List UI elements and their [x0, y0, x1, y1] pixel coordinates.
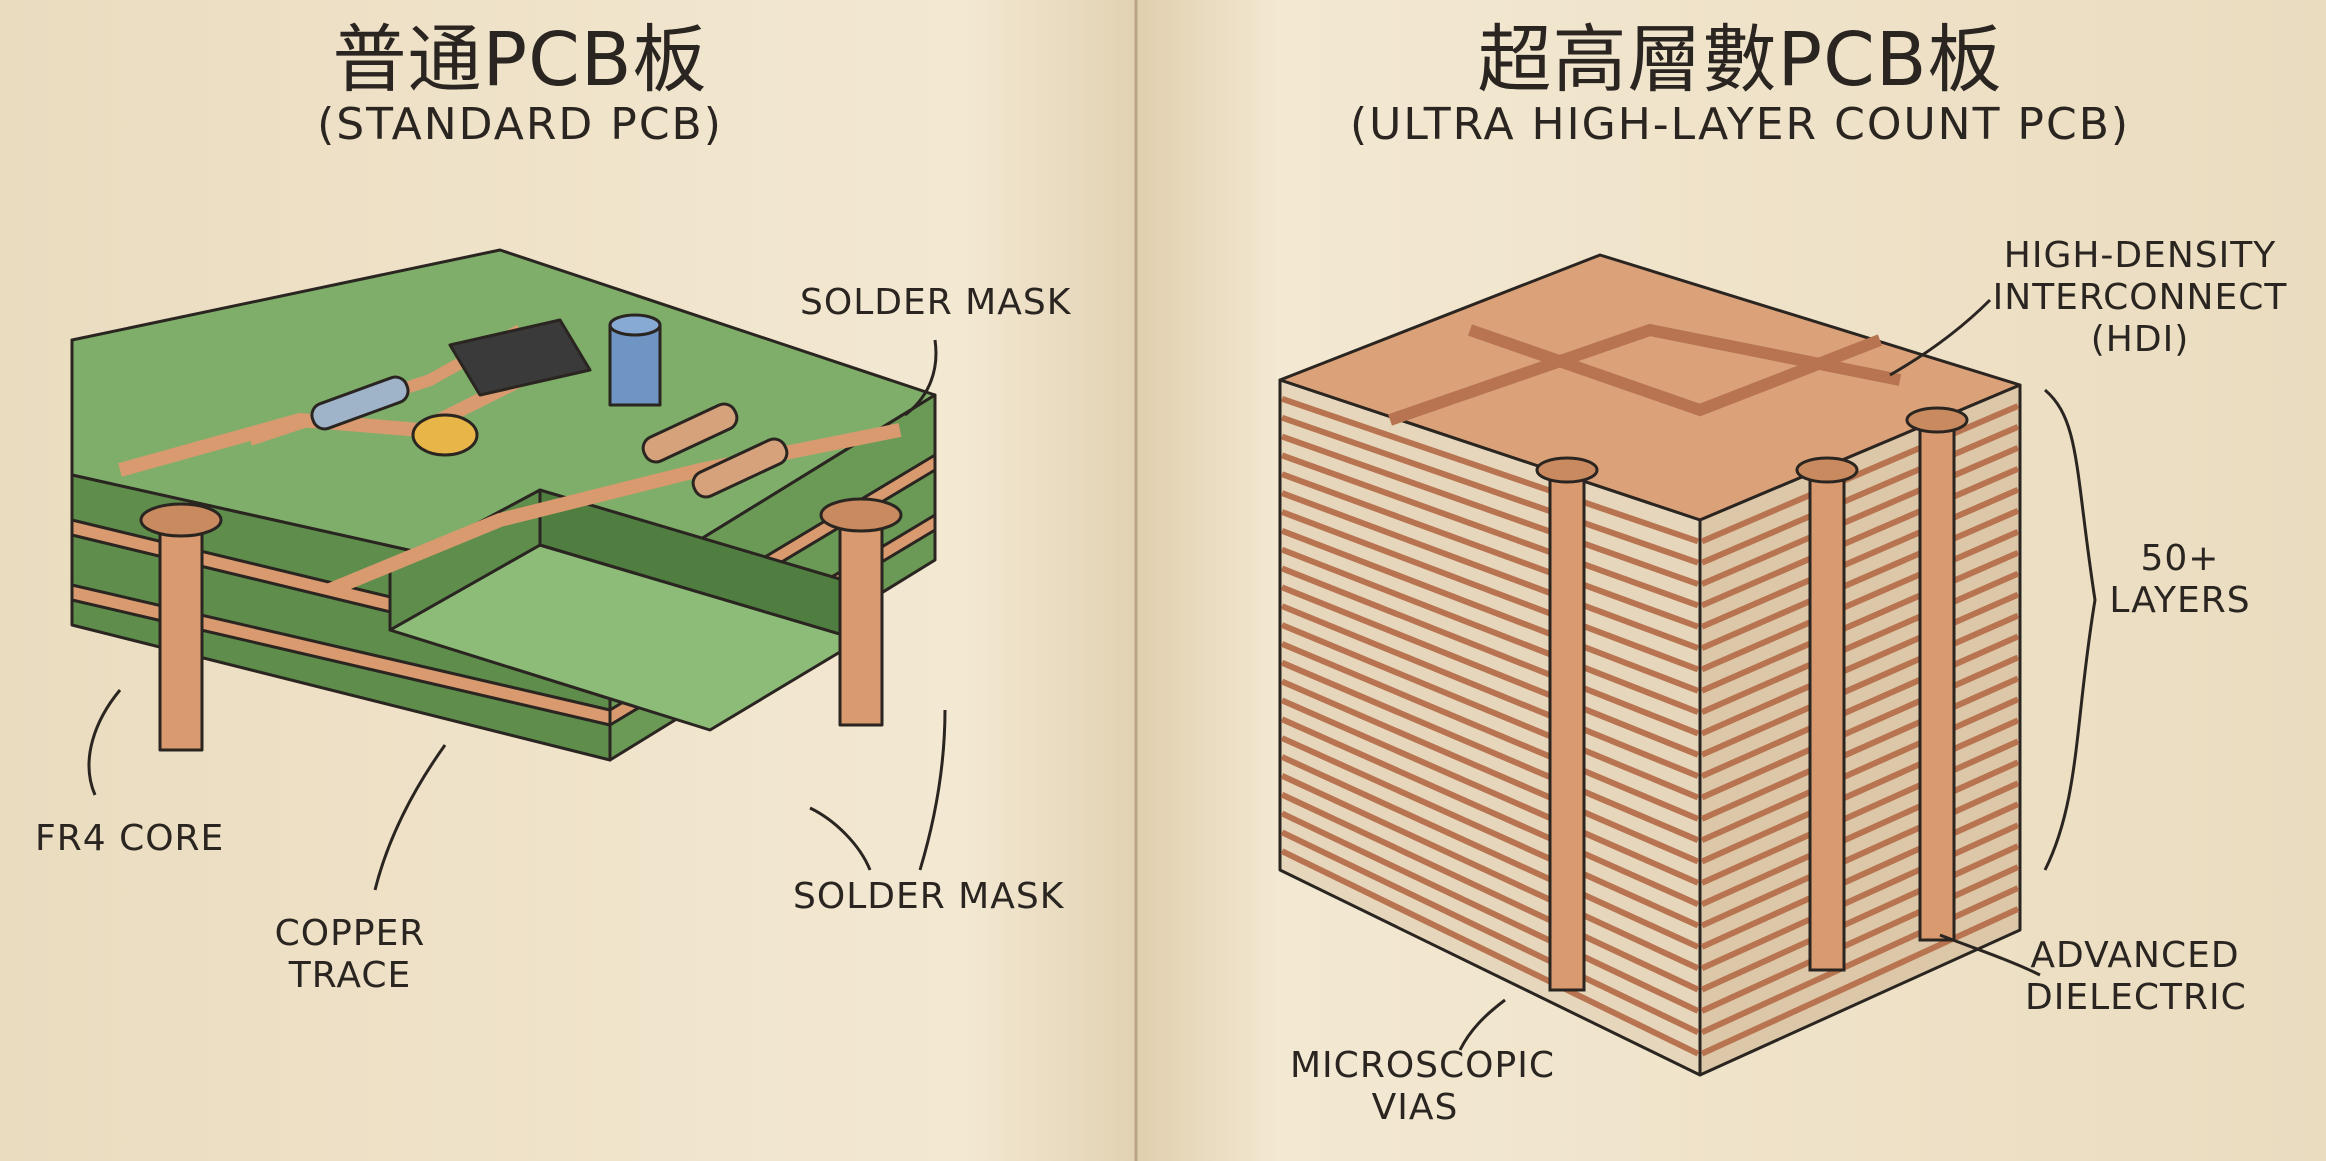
- layer-stripe: [1700, 759, 2020, 907]
- label-solder-mask-top: SOLDER MASK: [800, 282, 1072, 323]
- layer-stripe: [1700, 801, 2020, 950]
- layer-stripe: [1280, 791, 1700, 993]
- layer-stripe: [1700, 612, 2020, 758]
- label-hdi-line1: HIGH-DENSITY: [2003, 235, 2277, 276]
- layer-stripe: [1700, 885, 2020, 1036]
- layer-stripe: [1280, 433, 1700, 587]
- layer-stripe: [1280, 716, 1700, 907]
- layer-stripe: [1280, 509, 1700, 673]
- layer-stripe: [1280, 773, 1700, 971]
- layer-stripe: [1700, 822, 2020, 972]
- layer-stripe: [1700, 528, 2020, 673]
- left-title-block: 普通PCB板 (STANDARD PCB): [160, 20, 880, 150]
- layer-stripe: [1700, 780, 2020, 929]
- label-layers-line1: 50+: [2140, 538, 2220, 579]
- layer-stripe: [1280, 678, 1700, 865]
- layer-stripe: [1700, 424, 2020, 566]
- arrow-hdi: [1889, 298, 1992, 377]
- layer-stripe: [1280, 641, 1700, 822]
- layer-stripe: [1280, 603, 1700, 779]
- layer-stripe: [1280, 471, 1700, 630]
- arrow-solder-mask-bottom-2: [918, 709, 947, 871]
- layer-stripe: [1281, 414, 1699, 566]
- layer-stripe: [1700, 738, 2020, 886]
- layer-stripe: [1700, 487, 2020, 630]
- layer-stripe: [1700, 906, 2020, 1057]
- layer-stripe: [1280, 810, 1700, 1014]
- label-layers-line2: LAYERS: [2109, 580, 2251, 621]
- layer-stripe: [1700, 864, 2020, 1014]
- layer-stripe: [1700, 633, 2020, 779]
- layer-stripe: [1280, 490, 1700, 651]
- arrow-solder-mask-top: [904, 339, 938, 417]
- right-title-chinese: 超高層數PCB板: [1477, 17, 2003, 103]
- label-advanced-dielectric: ADVANCED DIELECTRIC: [2025, 935, 2247, 1019]
- layer-stripe: [1280, 527, 1700, 694]
- label-fr4-core: FR4 CORE: [35, 818, 225, 859]
- label-copper-trace: COPPER TRACE: [270, 913, 430, 997]
- label-hdi: HIGH-DENSITY INTERCONNECT (HDI): [1990, 235, 2290, 361]
- layer-stripe: [1700, 549, 2020, 694]
- arrow-solder-mask-bottom-1: [809, 806, 872, 871]
- layer-stripe: [1700, 843, 2020, 993]
- layer-stripes-left: [1280, 396, 1700, 1057]
- layer-stripe: [1280, 546, 1700, 715]
- layer-stripes-right: [1700, 403, 2020, 1057]
- arrow-advanced-dielectric: [1939, 933, 2041, 977]
- left-title-chinese: 普通PCB板: [332, 17, 708, 103]
- layer-stripe: [1700, 675, 2020, 822]
- layer-stripe: [1280, 622, 1700, 801]
- label-copper-trace-line2: TRACE: [288, 955, 412, 996]
- label-copper-trace-line1: COPPER: [274, 913, 426, 954]
- layer-stripe: [1280, 452, 1700, 609]
- layer-stripe: [1700, 717, 2020, 865]
- label-vias-line2: VIAS: [1371, 1087, 1459, 1128]
- label-vias-line1: MICROSCOPIC: [1290, 1045, 1555, 1086]
- layer-stripe: [1700, 445, 2020, 587]
- layer-stripe: [1700, 466, 2020, 609]
- right-title-block: 超高層數PCB板 (ULTRA HIGH-LAYER COUNT PCB): [1300, 20, 2180, 150]
- arrow-copper-trace: [373, 744, 447, 891]
- label-layers: 50+ LAYERS: [2090, 538, 2270, 622]
- layer-stripe: [1280, 754, 1700, 950]
- label-hdi-line2: INTERCONNECT: [1992, 277, 2288, 318]
- left-title-english: (STANDARD PCB): [317, 99, 723, 150]
- right-title-english: (ULTRA HIGH-LAYER COUNT PCB): [1349, 99, 2131, 150]
- layer-stripe: [1700, 696, 2020, 843]
- layer-stripe: [1280, 848, 1700, 1057]
- label-microscopic-vias: MICROSCOPIC VIAS: [1290, 1045, 1555, 1129]
- label-dielectric-line2: DIELECTRIC: [2025, 977, 2247, 1018]
- arrow-fr4-core: [87, 689, 122, 796]
- layer-stripe: [1700, 654, 2020, 801]
- layer-stripe: [1280, 584, 1700, 758]
- label-hdi-line3: (HDI): [2090, 319, 2190, 360]
- layer-stripe: [1700, 591, 2020, 737]
- layer-stripe: [1281, 396, 1699, 545]
- layer-stripe: [1700, 508, 2020, 651]
- arrow-microscopic-vias: [1458, 998, 1506, 1051]
- brace-layers: [2043, 388, 2097, 871]
- layer-stripe: [1280, 829, 1700, 1036]
- layer-stripe: [1700, 403, 2020, 545]
- layer-stripe: [1700, 570, 2020, 715]
- label-dielectric-line1: ADVANCED: [2030, 935, 2240, 976]
- layer-stripe: [1280, 735, 1700, 929]
- layer-stripe: [1280, 565, 1700, 737]
- label-solder-mask-bottom: SOLDER MASK: [793, 876, 1065, 917]
- layer-stripe: [1280, 697, 1700, 886]
- layer-stripe: [1280, 659, 1700, 843]
